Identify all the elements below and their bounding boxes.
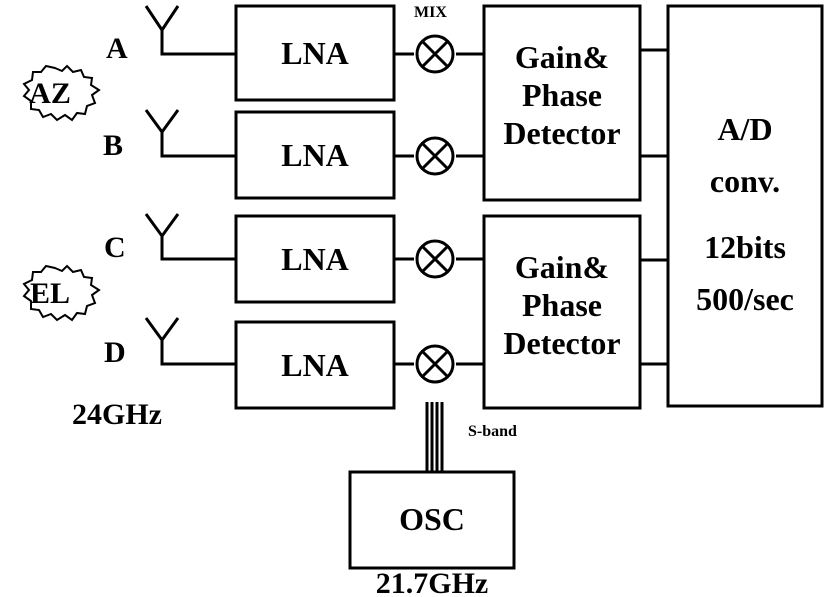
- sband-label: S-band: [468, 423, 517, 440]
- lna-c-block: LNA: [234, 214, 396, 304]
- detector-az-line1: Gain&: [515, 39, 609, 75]
- az-group-badge: AZ: [22, 64, 101, 122]
- antenna-b-icon: [144, 109, 236, 158]
- el-label: EL: [30, 277, 70, 310]
- channel-d-label: D: [104, 336, 126, 369]
- detector-az-line3: Detector: [503, 115, 620, 151]
- oscillator-bus: [425, 402, 444, 472]
- adc-line4: 500/sec: [696, 281, 794, 317]
- adc-line3: 12bits: [704, 229, 786, 265]
- oscillator-block: OSC: [348, 470, 516, 570]
- mix-label: MIX: [414, 4, 447, 21]
- channel-b-label: B: [103, 129, 123, 162]
- az-label: AZ: [29, 77, 71, 110]
- detector-el-line1: Gain&: [515, 249, 609, 285]
- rf-frequency-label: 24GHz: [72, 398, 162, 431]
- adc-block: A/D conv. 12bits 500/sec: [666, 4, 824, 408]
- antenna-c-icon: [144, 213, 236, 261]
- lna-d-block: LNA: [234, 320, 396, 410]
- lna-a-label: LNA: [281, 35, 349, 71]
- detector-el-line2: Phase: [522, 287, 602, 323]
- antenna-a-icon: [144, 5, 236, 56]
- osc-label: OSC: [399, 501, 465, 537]
- lna-d-label: LNA: [281, 347, 349, 383]
- osc-frequency-label: 21.7GHz: [376, 567, 489, 597]
- detector-az-line2: Phase: [522, 77, 602, 113]
- mixer-a-icon: [415, 34, 455, 74]
- detector-el-line3: Detector: [503, 325, 620, 361]
- adc-line2: conv.: [710, 163, 780, 199]
- lna-b-block: LNA: [234, 110, 396, 200]
- el-group-badge: EL: [22, 264, 101, 322]
- channel-c-label: C: [104, 231, 126, 264]
- lna-a-block: LNA: [234, 4, 396, 102]
- lna-c-label: LNA: [281, 241, 349, 277]
- mixer-d-icon: [415, 344, 455, 384]
- channel-a-label: A: [106, 32, 128, 65]
- detector-az-block: Gain& Phase Detector: [482, 4, 642, 202]
- mixer-c-icon: [415, 239, 455, 279]
- detector-el-block: Gain& Phase Detector: [482, 214, 642, 410]
- antenna-d-icon: [144, 317, 236, 366]
- mixer-b-icon: [415, 136, 455, 176]
- adc-line1: A/D: [717, 111, 772, 147]
- lna-b-label: LNA: [281, 137, 349, 173]
